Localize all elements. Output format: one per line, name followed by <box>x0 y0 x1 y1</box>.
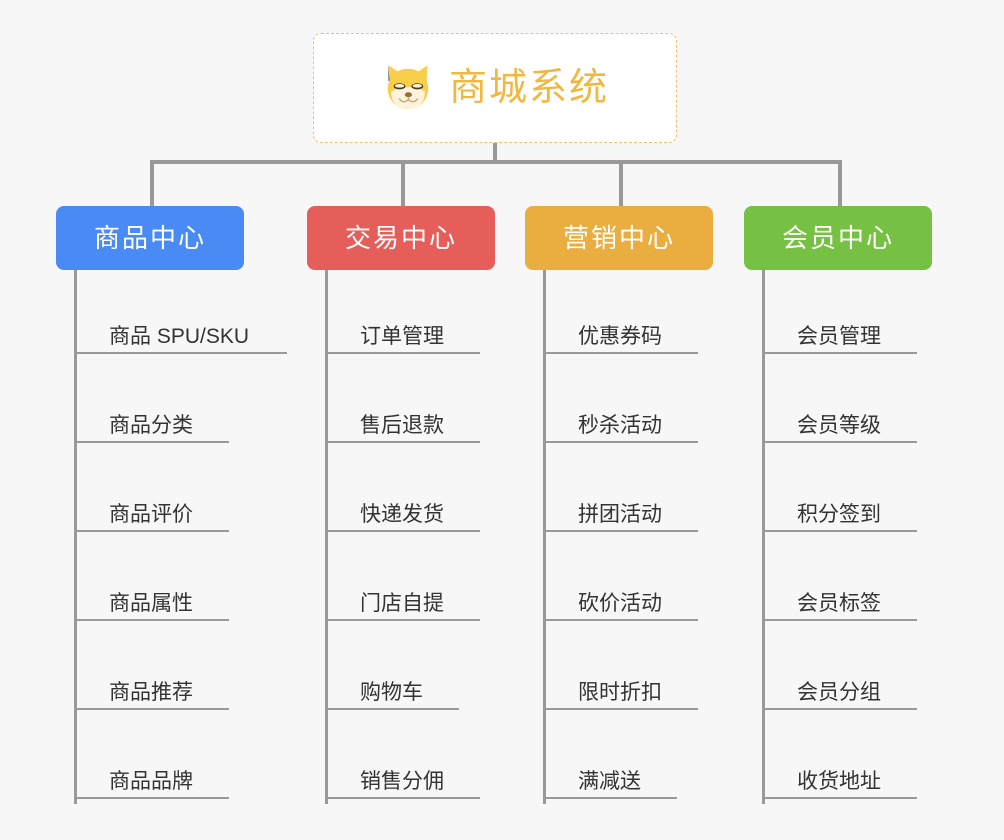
category-label: 会员中心 <box>781 223 894 253</box>
leaf-item[interactable]: 门店自提 <box>328 537 495 626</box>
leaf-label: 满减送 <box>578 770 641 793</box>
leaf-item[interactable]: 满减送 <box>546 715 713 804</box>
category-box-1[interactable]: 商品中心 <box>56 206 244 270</box>
connector-root-vertical <box>493 143 497 164</box>
leaf-underline <box>765 441 917 443</box>
leaf-underline <box>328 441 480 443</box>
connector-drop-2 <box>401 160 405 208</box>
leaf-underline <box>77 708 229 710</box>
leaf-underline <box>546 441 698 443</box>
leaf-underline <box>328 352 480 354</box>
root-title: 商城系统 <box>448 67 609 109</box>
connector-drop-4 <box>838 160 842 208</box>
leaf-underline <box>765 797 917 799</box>
connector-horizontal-bus <box>150 160 840 164</box>
leaf-underline <box>765 530 917 532</box>
leaf-item[interactable]: 订单管理 <box>328 270 495 359</box>
leaf-underline <box>77 619 229 621</box>
leaf-item[interactable]: 收货地址 <box>765 715 932 804</box>
leaf-underline <box>328 797 480 799</box>
leaf-item[interactable]: 购物车 <box>328 626 495 715</box>
leaf-label: 商品推荐 <box>109 681 193 704</box>
category-label: 交易中心 <box>344 223 457 253</box>
category-box-4[interactable]: 会员中心 <box>744 206 932 270</box>
leaf-underline <box>328 708 459 710</box>
branch-column-3: 营销中心优惠券码秒杀活动拼团活动砍价活动限时折扣满减送 <box>525 206 713 804</box>
leaf-item[interactable]: 拼团活动 <box>546 448 713 537</box>
leaf-item[interactable]: 商品分类 <box>77 359 244 448</box>
leaf-label: 限时折扣 <box>578 681 662 704</box>
leaf-label: 会员标签 <box>797 592 881 615</box>
leaf-item[interactable]: 商品 SPU/SKU <box>77 270 287 359</box>
leaf-item[interactable]: 商品品牌 <box>77 715 244 804</box>
leaf-label: 秒杀活动 <box>578 414 662 437</box>
leaf-underline <box>328 530 480 532</box>
leaf-label: 商品 SPU/SKU <box>109 325 250 348</box>
leaf-underline <box>546 708 698 710</box>
leaf-item[interactable]: 会员标签 <box>765 537 932 626</box>
leaf-item[interactable]: 积分签到 <box>765 448 932 537</box>
root-node[interactable]: 商城系统 <box>313 33 677 143</box>
leaf-item[interactable]: 限时折扣 <box>546 626 713 715</box>
category-box-2[interactable]: 交易中心 <box>307 206 495 270</box>
leaf-item[interactable]: 销售分佣 <box>328 715 495 804</box>
leaf-underline <box>77 530 229 532</box>
leaf-label: 优惠券码 <box>578 325 662 348</box>
leaf-underline <box>765 708 917 710</box>
leaf-label: 购物车 <box>360 681 423 704</box>
leaf-label: 砍价活动 <box>578 592 662 615</box>
leaf-label: 收货地址 <box>797 770 881 793</box>
leaf-label: 门店自提 <box>360 592 444 615</box>
connector-drop-3 <box>619 160 623 208</box>
leaf-label: 商品品牌 <box>109 770 193 793</box>
leaf-underline <box>765 619 917 621</box>
leaf-underline <box>77 797 229 799</box>
leaf-list-1: 商品 SPU/SKU 商品分类商品评价商品属性商品推荐商品品牌 <box>74 270 287 804</box>
category-box-3[interactable]: 营销中心 <box>525 206 713 270</box>
leaf-item[interactable]: 会员管理 <box>765 270 932 359</box>
leaf-label: 快递发货 <box>360 503 444 526</box>
leaf-label: 会员管理 <box>797 325 881 348</box>
leaf-label: 会员分组 <box>797 681 881 704</box>
leaf-label: 售后退款 <box>360 414 444 437</box>
branch-column-2: 交易中心订单管理售后退款快递发货门店自提购物车销售分佣 <box>307 206 495 804</box>
shiba-dog-face-icon <box>387 65 429 110</box>
leaf-label: 商品属性 <box>109 592 193 615</box>
leaf-underline <box>765 352 917 354</box>
category-label: 营销中心 <box>562 223 675 253</box>
leaf-item[interactable]: 砍价活动 <box>546 537 713 626</box>
category-label: 商品中心 <box>93 223 206 253</box>
connector-drop-1 <box>150 160 154 208</box>
leaf-label: 商品评价 <box>109 503 193 526</box>
leaf-item[interactable]: 商品推荐 <box>77 626 244 715</box>
leaf-underline <box>328 619 480 621</box>
leaf-label: 积分签到 <box>797 503 881 526</box>
leaf-item[interactable]: 优惠券码 <box>546 270 713 359</box>
leaf-item[interactable]: 商品评价 <box>77 448 244 537</box>
leaf-list-2: 订单管理售后退款快递发货门店自提购物车销售分佣 <box>325 270 495 804</box>
branch-column-4: 会员中心会员管理会员等级积分签到会员标签会员分组收货地址 <box>744 206 932 804</box>
leaf-item[interactable]: 会员等级 <box>765 359 932 448</box>
leaf-label: 销售分佣 <box>360 770 444 793</box>
leaf-label: 会员等级 <box>797 414 881 437</box>
branch-column-1: 商品中心商品 SPU/SKU 商品分类商品评价商品属性商品推荐商品品牌 <box>56 206 287 804</box>
leaf-list-3: 优惠券码秒杀活动拼团活动砍价活动限时折扣满减送 <box>543 270 713 804</box>
leaf-item[interactable]: 会员分组 <box>765 626 932 715</box>
leaf-underline <box>77 352 287 354</box>
leaf-item[interactable]: 商品属性 <box>77 537 244 626</box>
leaf-label: 拼团活动 <box>578 503 662 526</box>
leaf-underline <box>546 797 677 799</box>
leaf-label: 商品分类 <box>109 414 193 437</box>
leaf-underline <box>546 619 698 621</box>
leaf-underline <box>546 530 698 532</box>
leaf-label: 订单管理 <box>360 325 444 348</box>
leaf-item[interactable]: 售后退款 <box>328 359 495 448</box>
leaf-item[interactable]: 快递发货 <box>328 448 495 537</box>
leaf-list-4: 会员管理会员等级积分签到会员标签会员分组收货地址 <box>762 270 932 804</box>
leaf-underline <box>546 352 698 354</box>
leaf-underline <box>77 441 229 443</box>
leaf-item[interactable]: 秒杀活动 <box>546 359 713 448</box>
